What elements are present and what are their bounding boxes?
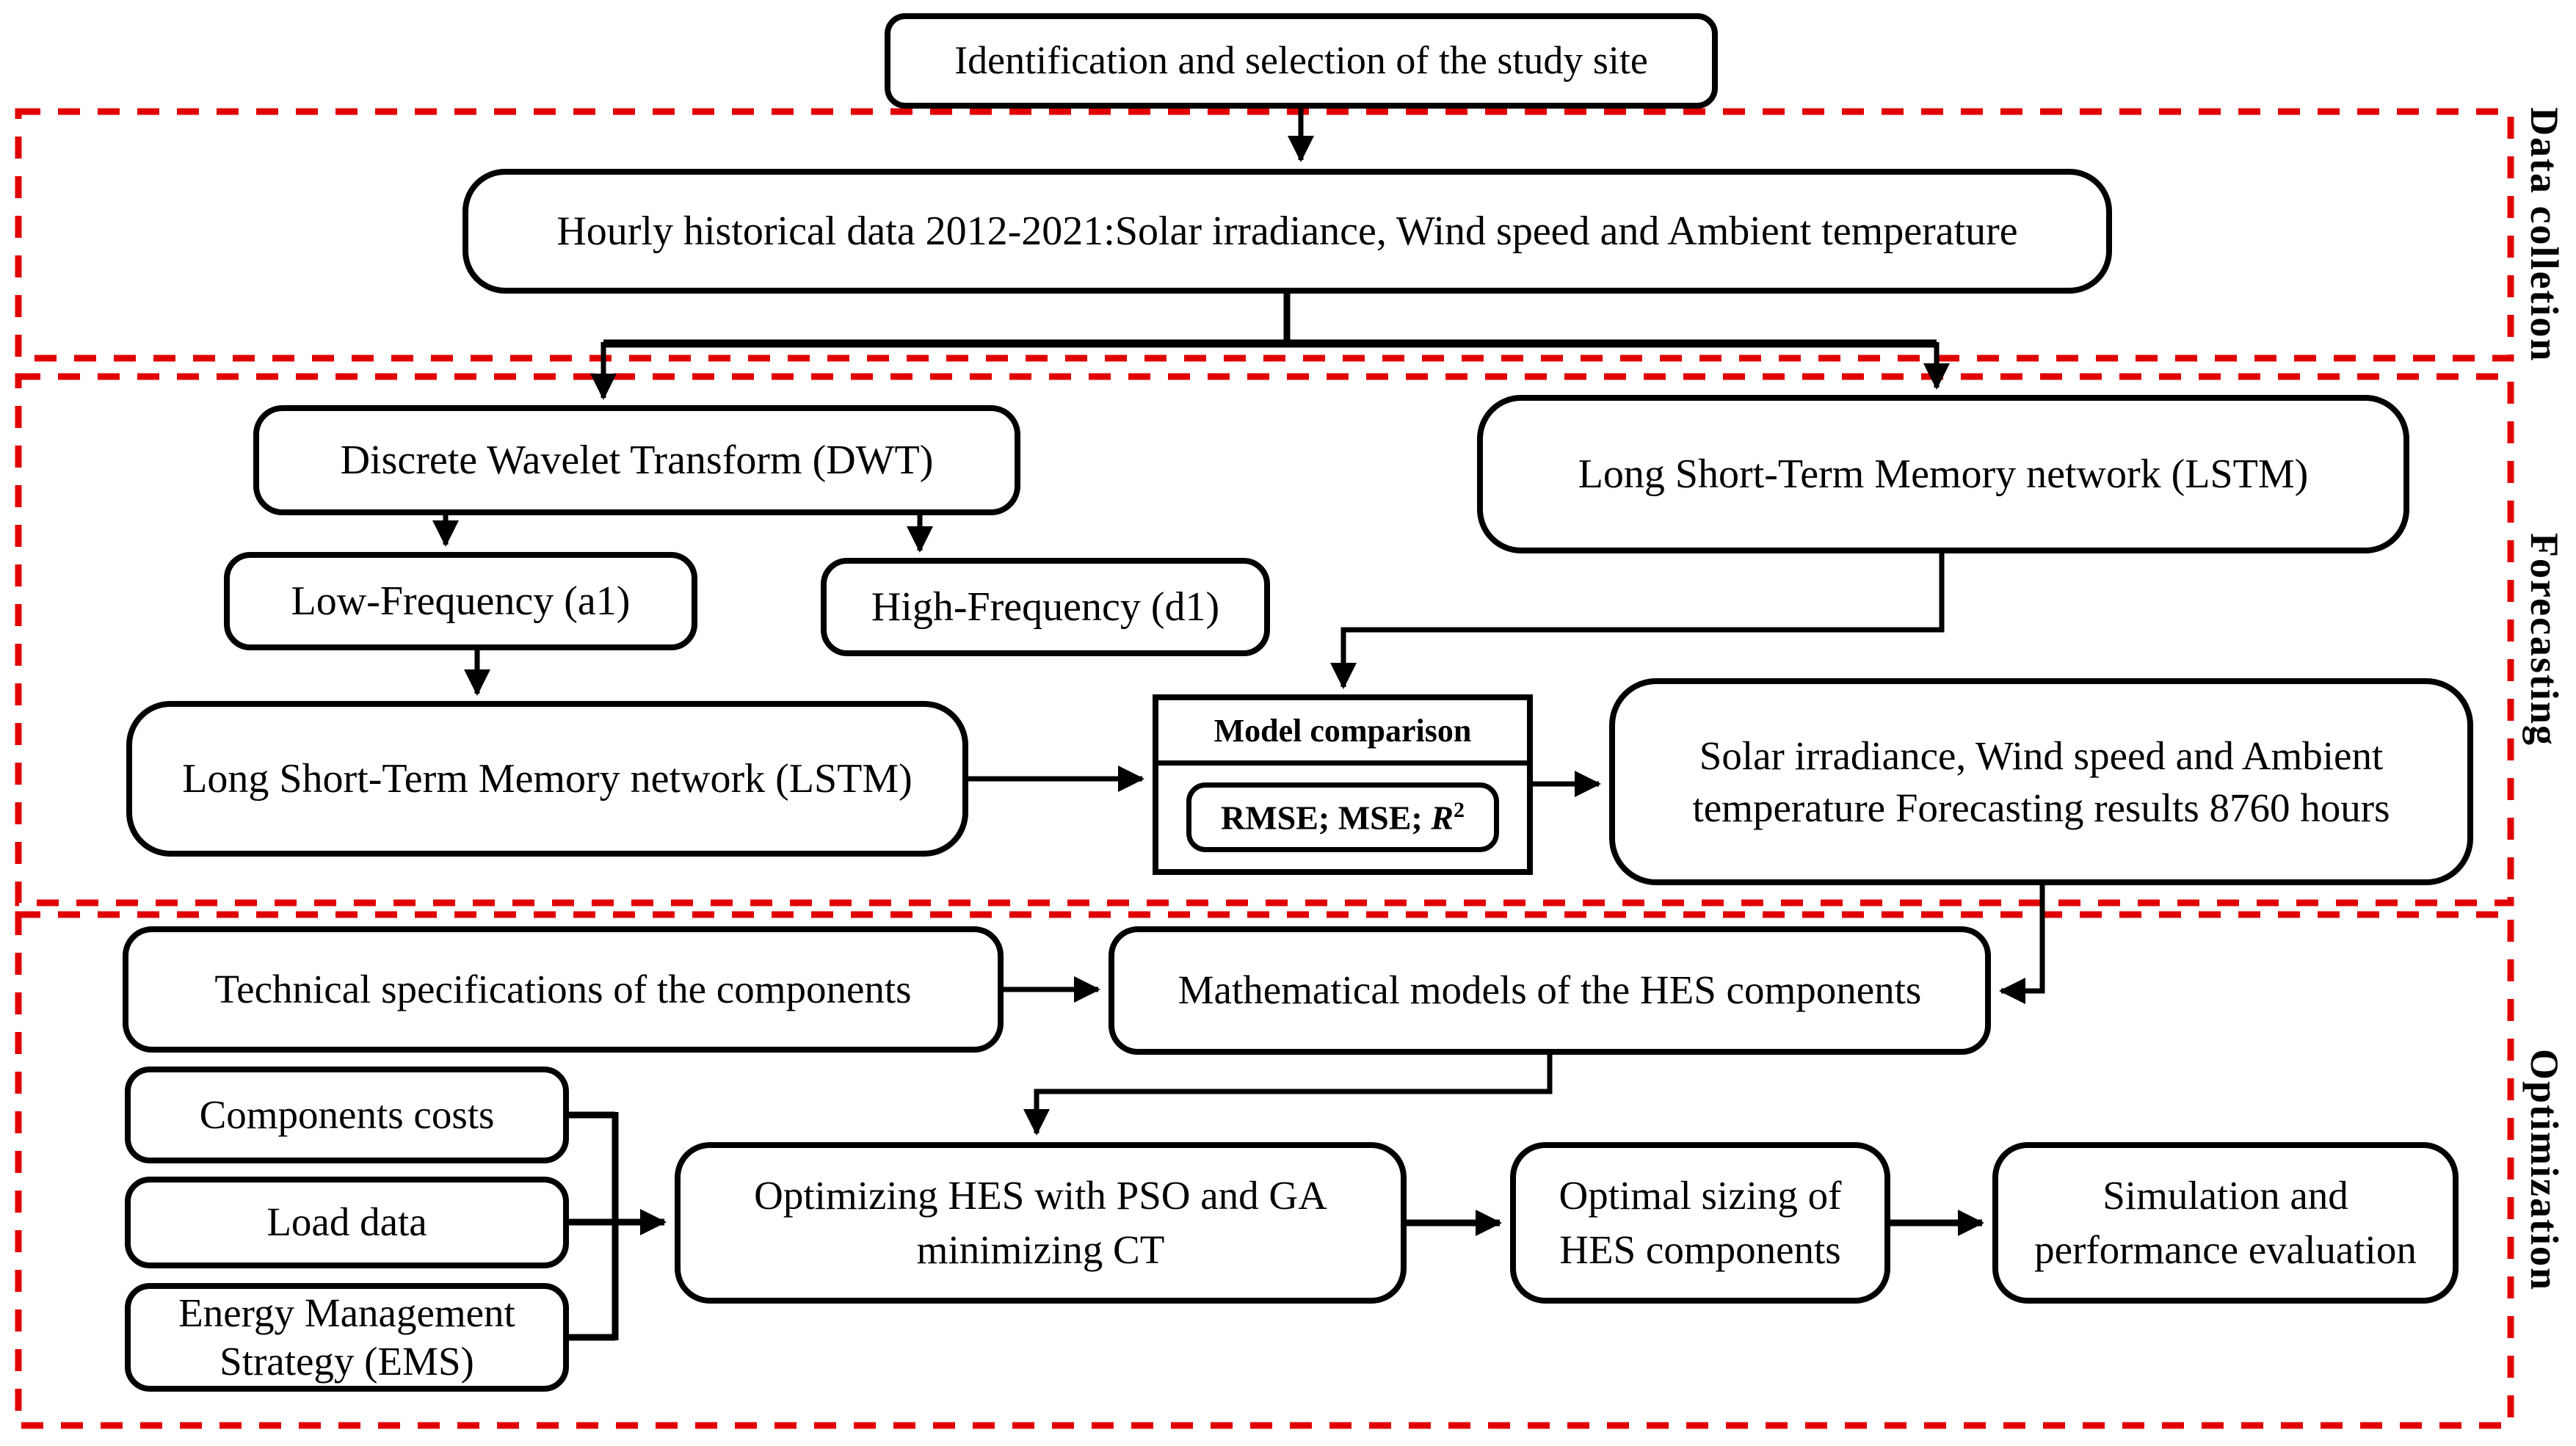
- node-optimizing-line1: Optimizing HES with PSO and GA: [754, 1172, 1327, 1218]
- node-optimizing-line2: minimizing CT: [916, 1227, 1165, 1272]
- node-hourly-data: Hourly historical data 2012-2021:Solar i…: [462, 169, 2112, 294]
- node-study-site-label: Identification and selection of the stud…: [954, 38, 1648, 83]
- node-low-frequency-label: Low-Frequency (a1): [291, 578, 631, 624]
- node-study-site: Identification and selection of the stud…: [885, 13, 1718, 109]
- model-comparison-body: RMSE; MSE; R2: [1158, 766, 1527, 869]
- node-load-data-label: Load data: [266, 1199, 427, 1245]
- node-lstm-bottom: Long Short-Term Memory network (LSTM): [126, 701, 968, 857]
- node-optimizing: Optimizing HES with PSO and GA minimizin…: [675, 1142, 1407, 1304]
- node-model-comparison: Model comparison RMSE; MSE; R2: [1153, 694, 1533, 875]
- node-forecasting-results-line2: temperature Forecasting results 8760 hou…: [1692, 785, 2390, 830]
- model-comparison-title: Model comparison: [1158, 700, 1527, 766]
- node-lstm-top: Long Short-Term Memory network (LSTM): [1477, 395, 2409, 553]
- optimization-frame: [15, 911, 2514, 1429]
- node-hourly-data-label: Hourly historical data 2012-2021:Solar i…: [556, 208, 2018, 254]
- section-label-forecasting: Forecasting: [2522, 533, 2566, 746]
- node-math-models-label: Mathematical models of the HES component…: [1178, 967, 1922, 1013]
- arrow-mathmodels-to-optimizing: [1023, 1055, 1553, 1136]
- node-high-frequency: High-Frequency (d1): [821, 558, 1270, 656]
- data-collection-frame: [15, 108, 2514, 362]
- node-simulation-line2: performance evaluation: [2034, 1227, 2417, 1272]
- node-dwt-label: Discrete Wavelet Transform (DWT): [340, 437, 934, 483]
- node-simulation-line1: Simulation and: [2102, 1172, 2348, 1218]
- forecasting-frame: [15, 373, 2514, 907]
- arrow-lstm-to-comparison: [1330, 552, 1945, 689]
- node-ems-line2: Strategy (EMS): [219, 1339, 474, 1384]
- node-forecasting-results-line1: Solar irradiance, Wind speed and Ambient: [1699, 733, 2384, 778]
- metrics-prefix: RMSE; MSE;: [1221, 799, 1432, 837]
- node-high-frequency-label: High-Frequency (d1): [871, 584, 1220, 630]
- node-simulation: Simulation and performance evaluation: [1992, 1142, 2459, 1304]
- node-optimal-sizing-line1: Optimal sizing of: [1559, 1172, 1842, 1218]
- section-label-data-collection: Data colletion: [2522, 107, 2566, 363]
- node-dwt: Discrete Wavelet Transform (DWT): [253, 405, 1020, 515]
- node-forecasting-results: Solar irradiance, Wind speed and Ambient…: [1609, 678, 2473, 885]
- node-low-frequency: Low-Frequency (a1): [224, 552, 697, 650]
- bus-inputs: [569, 1111, 619, 1341]
- node-components-costs-label: Components costs: [199, 1091, 495, 1137]
- metrics-exponent: 2: [1453, 797, 1465, 822]
- node-ems: Energy Management Strategy (EMS): [125, 1283, 569, 1392]
- node-lstm-bottom-label: Long Short-Term Memory network (LSTM): [182, 756, 913, 802]
- node-math-models: Mathematical models of the HES component…: [1109, 926, 1991, 1055]
- node-tech-specs: Technical specifications of the componen…: [123, 926, 1004, 1053]
- node-components-costs: Components costs: [125, 1067, 569, 1163]
- node-tech-specs-label: Technical specifications of the componen…: [214, 966, 912, 1011]
- section-label-optimization: Optimization: [2522, 1049, 2566, 1291]
- metrics-symbol: R: [1431, 799, 1454, 837]
- node-lstm-top-label: Long Short-Term Memory network (LSTM): [1578, 451, 2309, 497]
- metrics-box: RMSE; MSE; R2: [1186, 782, 1499, 853]
- node-optimal-sizing-line2: HES components: [1559, 1227, 1841, 1272]
- arrow-results-to-mathmodels: [1999, 885, 2045, 1004]
- node-ems-line1: Energy Management: [178, 1290, 515, 1335]
- node-optimal-sizing: Optimal sizing of HES components: [1510, 1142, 1890, 1304]
- node-load-data: Load data: [125, 1177, 569, 1268]
